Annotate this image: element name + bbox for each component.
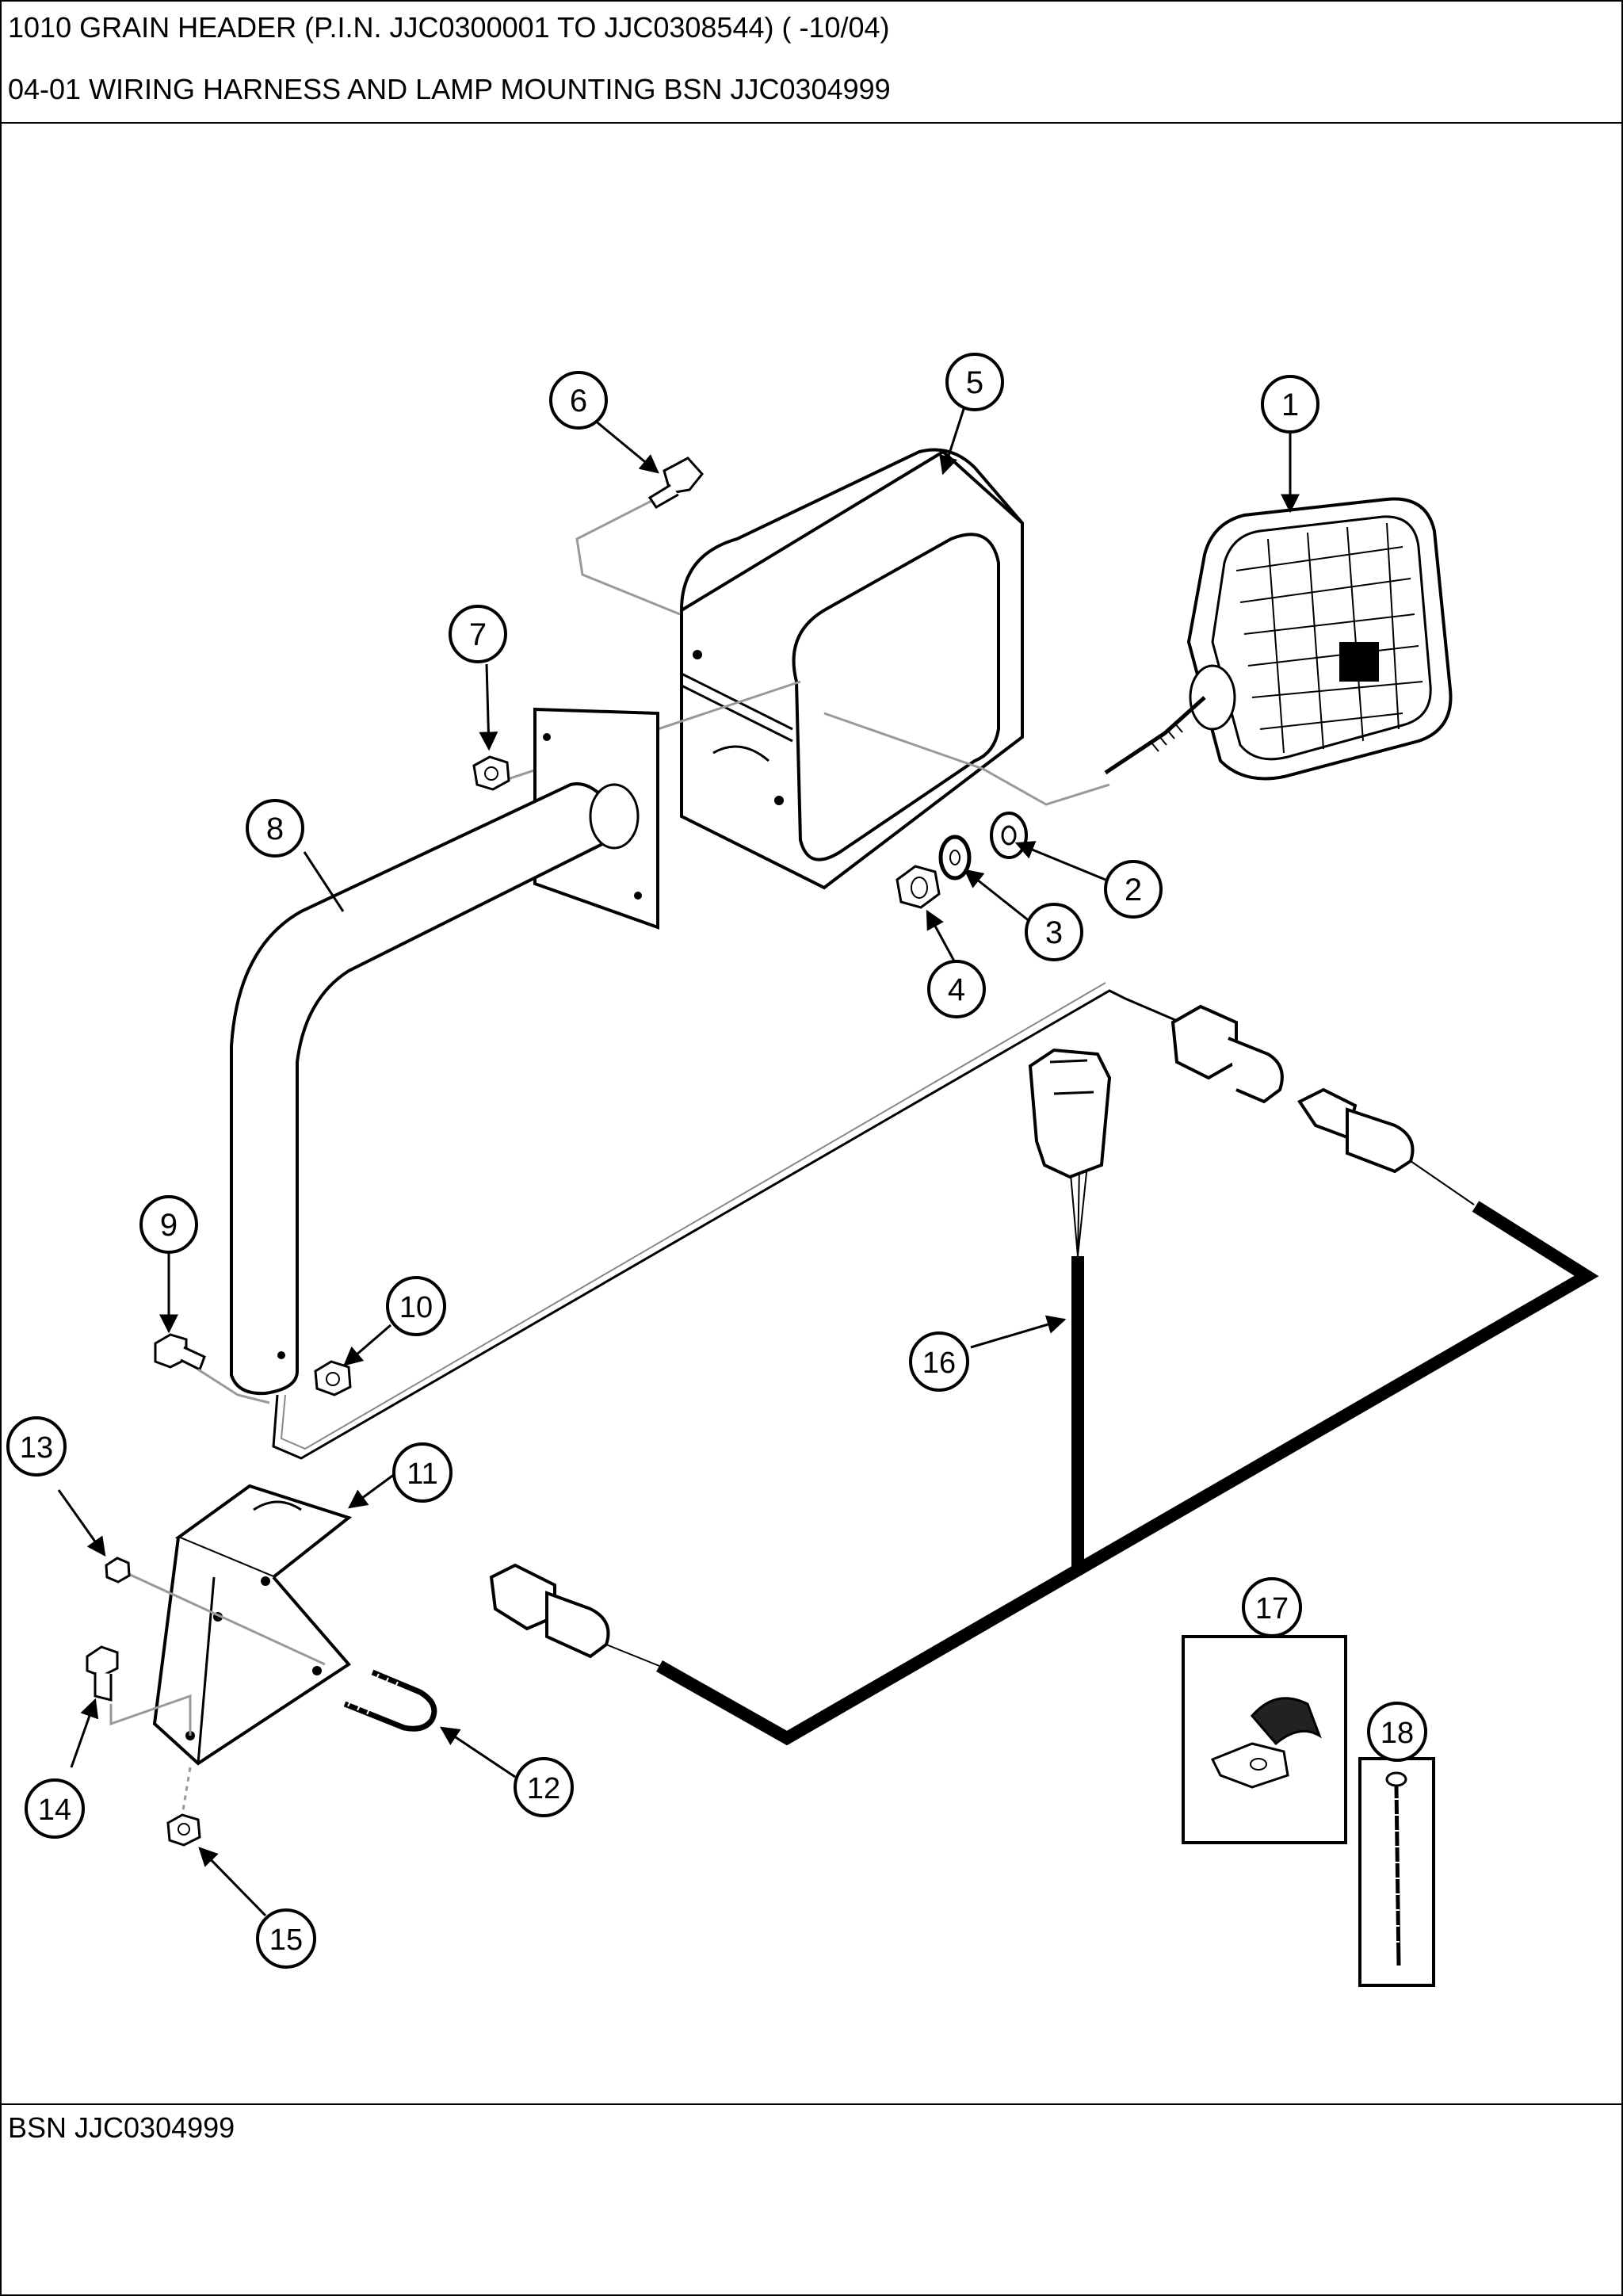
- header-title-line-2: 04-01 WIRING HARNESS AND LAMP MOUNTING B…: [8, 73, 891, 105]
- callout-7-label: 7: [469, 617, 487, 652]
- callout-15-label: 15: [269, 1924, 303, 1957]
- callout-16-label: 16: [922, 1347, 956, 1380]
- part-clip-boxed: [1182, 1635, 1347, 1844]
- part-bolt-14: [86, 1645, 119, 1702]
- part-wiring-harness: [272, 982, 1599, 1746]
- part-nut-13: [105, 1557, 131, 1584]
- callout-6-label: 6: [570, 384, 587, 418]
- callout-5: 5: [945, 353, 1004, 411]
- callout-12: 12: [514, 1757, 574, 1817]
- callout-10-label: 10: [399, 1291, 433, 1324]
- part-nut-15: [166, 1813, 201, 1847]
- part-bolt-6: [647, 457, 704, 509]
- part-lock-washer-3: [938, 835, 972, 881]
- part-bracket: [152, 1484, 353, 1766]
- part-washer-2: [990, 812, 1028, 859]
- part-nut-7: [472, 755, 510, 791]
- callout-8: 8: [246, 799, 304, 858]
- callout-9: 9: [139, 1195, 198, 1254]
- callout-8-label: 8: [266, 812, 284, 846]
- callout-6: 6: [549, 371, 608, 430]
- part-support-tube: [230, 707, 659, 1396]
- part-u-bolt: [343, 1669, 437, 1732]
- callout-2: 2: [1104, 860, 1163, 919]
- callout-13: 13: [6, 1416, 67, 1477]
- callout-18-label: 18: [1381, 1717, 1414, 1750]
- leader-arrows: [57, 403, 1300, 1917]
- callout-4: 4: [927, 960, 986, 1018]
- callout-4-label: 4: [948, 972, 965, 1007]
- callout-10: 10: [386, 1276, 446, 1336]
- diagram-svg: 1 2 3 4 5 6 7 8 9 10 11 12: [6, 353, 1599, 1987]
- callout-18: 18: [1367, 1702, 1427, 1762]
- callout-16: 16: [909, 1331, 969, 1392]
- callout-13-label: 13: [20, 1431, 53, 1465]
- footer-bsn: BSN JJC0304999: [8, 2111, 235, 2144]
- callout-9-label: 9: [160, 1208, 178, 1243]
- callout-1: 1: [1261, 375, 1319, 434]
- callout-11-label: 11: [407, 1457, 437, 1491]
- part-lamp-shield: [680, 448, 1024, 890]
- callout-2-label: 2: [1125, 873, 1142, 907]
- callout-3: 3: [1025, 903, 1083, 961]
- part-nut-4: [896, 865, 941, 909]
- callout-11: 11: [392, 1442, 453, 1503]
- callout-1-label: 1: [1281, 388, 1299, 422]
- part-lamp: [1104, 497, 1453, 781]
- callout-5-label: 5: [966, 365, 983, 400]
- exploded-parts-diagram: 1 2 3 4 5 6 7 8 9 10 11 12: [0, 124, 1623, 2105]
- callout-7: 7: [449, 605, 507, 663]
- part-bolt-9: [154, 1333, 206, 1372]
- page-header: 1010 GRAIN HEADER (P.I.N. JJC0300001 TO …: [0, 0, 1623, 124]
- callout-12-label: 12: [527, 1772, 560, 1805]
- page-footer: BSN JJC0304999: [0, 2103, 1623, 2296]
- callout-15: 15: [256, 1908, 316, 1969]
- callout-14: 14: [25, 1778, 85, 1839]
- callout-17: 17: [1242, 1577, 1302, 1637]
- callout-14-label: 14: [38, 1794, 71, 1827]
- callout-17-label: 17: [1255, 1592, 1289, 1626]
- part-nut-10: [314, 1360, 352, 1396]
- header-title-line-1: 1010 GRAIN HEADER (P.I.N. JJC0300001 TO …: [8, 11, 890, 44]
- part-cable-tie-boxed: [1358, 1757, 1435, 1987]
- callout-3-label: 3: [1045, 915, 1063, 950]
